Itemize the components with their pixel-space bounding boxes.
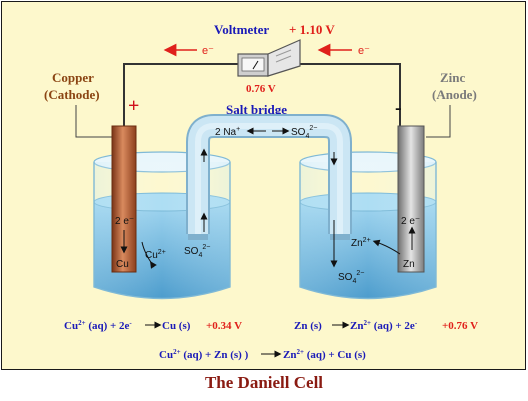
cathode-sign: + <box>128 95 139 117</box>
anode-name: Zinc <box>440 70 466 85</box>
electron-label-left: e⁻ <box>202 45 214 57</box>
cathode-potential: +0.34 V <box>206 320 242 332</box>
diagram-frame: Voltmeter + 1.10 V 0.76 V e⁻ e⁻ Copper (… <box>1 1 526 370</box>
anode-pointer <box>426 105 451 138</box>
anode-sign: - <box>395 97 402 119</box>
anode-role: (Anode) <box>432 87 477 102</box>
salt-bridge-label: Salt bridge <box>226 102 287 117</box>
overall-equation: Cu2+ (aq) + Zn (s) ) <box>159 348 249 361</box>
voltmeter-label: Voltmeter <box>214 22 269 37</box>
cathode-name: Copper <box>52 70 94 85</box>
zinc-ion-arrow <box>372 239 401 255</box>
copper-ion: Cu2+ <box>145 249 166 261</box>
zinc-ion: Zn2+ <box>351 237 371 249</box>
left-sulfate: SO42− <box>184 244 210 259</box>
anode-potential: +0.76 V <box>442 320 478 332</box>
overall-equation-product: Zn2+ (aq) + Cu (s) <box>283 348 366 361</box>
external-wire <box>123 63 401 130</box>
figure-caption: The Daniell Cell <box>204 373 324 392</box>
zinc-electrons: 2 e⁻ <box>401 216 420 227</box>
anode-equation: Zn (s) <box>294 320 322 332</box>
voltmeter-display: 0.76 V <box>246 83 276 95</box>
voltmeter-reading: + 1.10 V <box>289 22 335 37</box>
zinc-metal-label: Zn <box>403 259 415 270</box>
bridge-cation: 2 Na+ <box>215 126 240 138</box>
copper-electrode <box>111 125 137 273</box>
cathode-equation-product: Cu (s) <box>162 320 191 332</box>
cathode-role: (Cathode) <box>44 87 100 102</box>
voltmeter <box>237 39 301 77</box>
copper-ion-arrow <box>141 241 157 269</box>
cathode-pointer <box>75 105 112 138</box>
daniell-cell-diagram: Voltmeter + 1.10 V 0.76 V e⁻ e⁻ Copper (… <box>44 22 478 361</box>
right-sulfate: SO42− <box>338 270 364 285</box>
copper-metal-label: Cu <box>116 259 129 270</box>
electron-label-right: e⁻ <box>358 45 370 57</box>
cathode-equation: Cu2+ (aq) + 2e- <box>64 319 132 332</box>
anode-equation-product: Zn2+ (aq) + 2e- <box>350 319 418 332</box>
zinc-electrode <box>397 125 425 273</box>
bridge-anion: SO42− <box>291 125 317 140</box>
copper-electrons: 2 e⁻ <box>115 216 134 227</box>
